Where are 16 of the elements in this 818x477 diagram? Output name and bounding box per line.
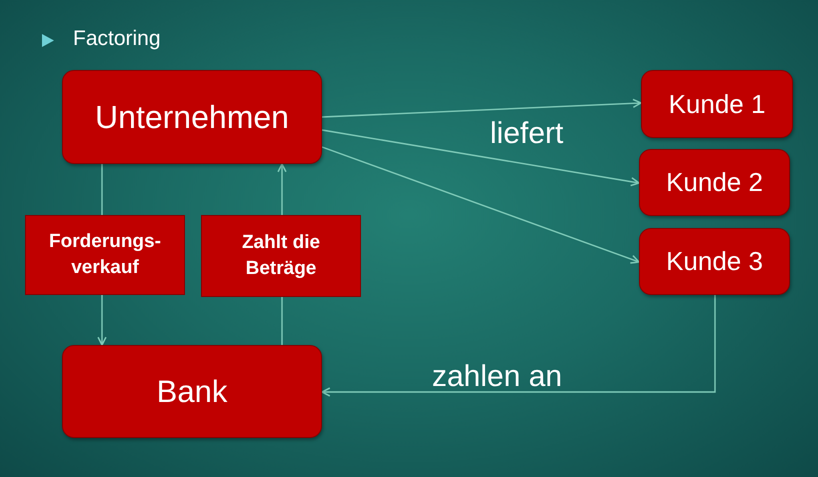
process-box: Kunde 1 xyxy=(641,70,793,138)
text-label: liefert xyxy=(490,117,564,151)
process-box: Kunde 2 xyxy=(639,149,790,216)
process-box: Bank xyxy=(62,345,322,438)
title: Factoring xyxy=(73,27,161,51)
arrow xyxy=(97,295,107,346)
arrow xyxy=(322,146,640,264)
edge-label: zahlen an xyxy=(432,360,562,394)
process-box: Unternehmen xyxy=(62,70,322,164)
arrow xyxy=(322,129,640,186)
process-box: Forderungs-verkauf xyxy=(25,215,185,295)
process-box: Kunde 3 xyxy=(639,228,790,295)
arrow xyxy=(321,295,716,397)
arrow xyxy=(277,163,287,215)
arrow xyxy=(322,98,642,118)
process-box: Zahlt die Beträge xyxy=(201,215,361,297)
